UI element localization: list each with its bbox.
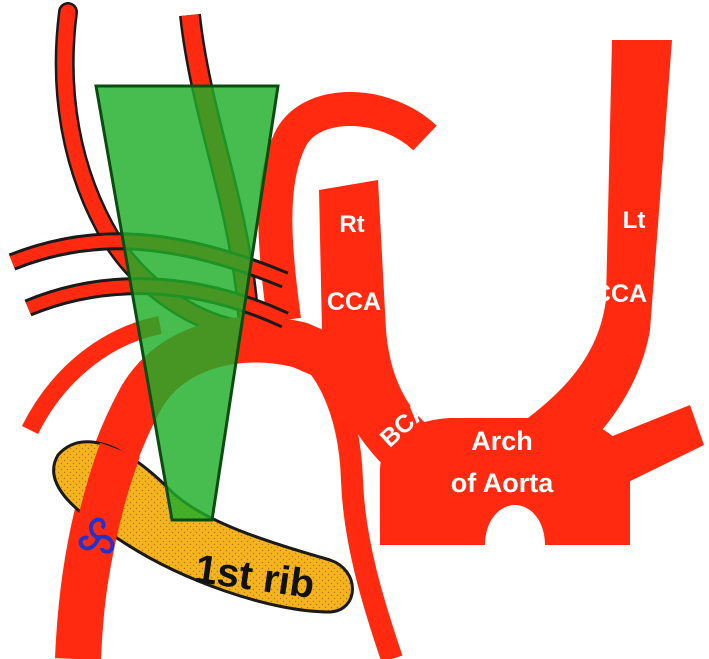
lt-cca-label-line2: CCA (593, 280, 647, 308)
left-cca (512, 40, 672, 470)
rt-cca-label-line1: Rt (339, 211, 364, 238)
rt-cca-label-line2: CCA (327, 288, 381, 316)
arch-label-line2: of Aorta (451, 468, 554, 498)
arch-label-line1: Arch (471, 426, 533, 456)
lt-cca-label-line1: Lt (623, 207, 646, 234)
